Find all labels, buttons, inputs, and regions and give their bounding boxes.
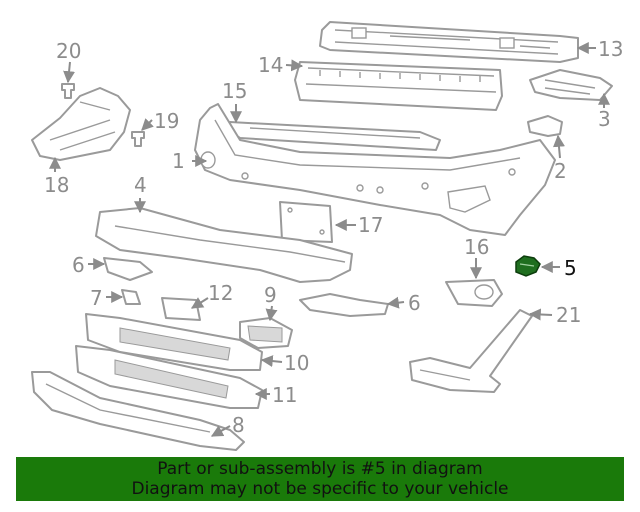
- callout-20: 20: [56, 39, 81, 63]
- callout-19: 19: [154, 109, 179, 133]
- part-8-skid-plate[interactable]: [31, 371, 245, 451]
- banner-line-1: Part or sub-assembly is #5 in diagram: [157, 459, 483, 479]
- part-9-grille-insert[interactable]: [239, 317, 293, 349]
- callout-labels: 20 19 18 14 13 3 15 1 2 4 17 6 16 5 7 12…: [44, 37, 623, 437]
- part-3-bracket[interactable]: [529, 69, 613, 101]
- part-17-license-bracket[interactable]: [279, 201, 333, 243]
- callout-9: 9: [264, 283, 277, 307]
- info-banner: Part or sub-assembly is #5 in diagram Di…: [16, 457, 624, 501]
- callout-8: 8: [232, 413, 245, 437]
- callout-4: 4: [134, 173, 147, 197]
- callout-7: 7: [90, 286, 103, 310]
- part-20-screw[interactable]: [61, 83, 75, 99]
- part-4-lower-valance[interactable]: [95, 207, 353, 283]
- banner-line-2: Diagram may not be specific to your vehi…: [131, 479, 509, 499]
- part-11-lower-grille[interactable]: [75, 345, 263, 409]
- callout-6-left: 6: [72, 253, 85, 277]
- callout-2: 2: [554, 159, 567, 183]
- callout-1: 1: [172, 149, 185, 173]
- callout-3: 3: [598, 107, 611, 131]
- part-12-cover[interactable]: [161, 297, 201, 321]
- part-6-trim-left[interactable]: [103, 257, 153, 281]
- part-5-clip[interactable]: [515, 255, 541, 277]
- info-banner-background: [16, 457, 624, 501]
- part-19-screw[interactable]: [131, 131, 145, 147]
- part-16-fog-bezel[interactable]: [445, 279, 503, 307]
- callout-16: 16: [464, 235, 489, 259]
- part-2-bracket[interactable]: [527, 115, 563, 137]
- callout-11: 11: [272, 383, 297, 407]
- callout-14: 14: [258, 53, 283, 77]
- part-7-cap[interactable]: [121, 289, 141, 305]
- part-1-bumper-fascia[interactable]: [194, 103, 556, 236]
- callout-15: 15: [222, 79, 247, 103]
- callout-6-right: 6: [408, 291, 421, 315]
- callout-5: 5: [564, 256, 577, 280]
- part-14-energy-absorber[interactable]: [294, 61, 503, 111]
- part-10-grille[interactable]: [85, 313, 263, 371]
- callout-10: 10: [284, 351, 309, 375]
- callout-17: 17: [358, 213, 383, 237]
- callout-12: 12: [208, 281, 233, 305]
- part-13-reinforcement-beam[interactable]: [319, 21, 579, 63]
- part-6-trim-right[interactable]: [299, 293, 389, 317]
- part-18-splash-shield[interactable]: [31, 87, 131, 161]
- part-21-tow-hook[interactable]: [409, 309, 533, 393]
- callout-18: 18: [44, 173, 69, 197]
- leader-lines: [49, 42, 610, 437]
- callout-21: 21: [556, 303, 581, 327]
- callout-13: 13: [598, 37, 623, 61]
